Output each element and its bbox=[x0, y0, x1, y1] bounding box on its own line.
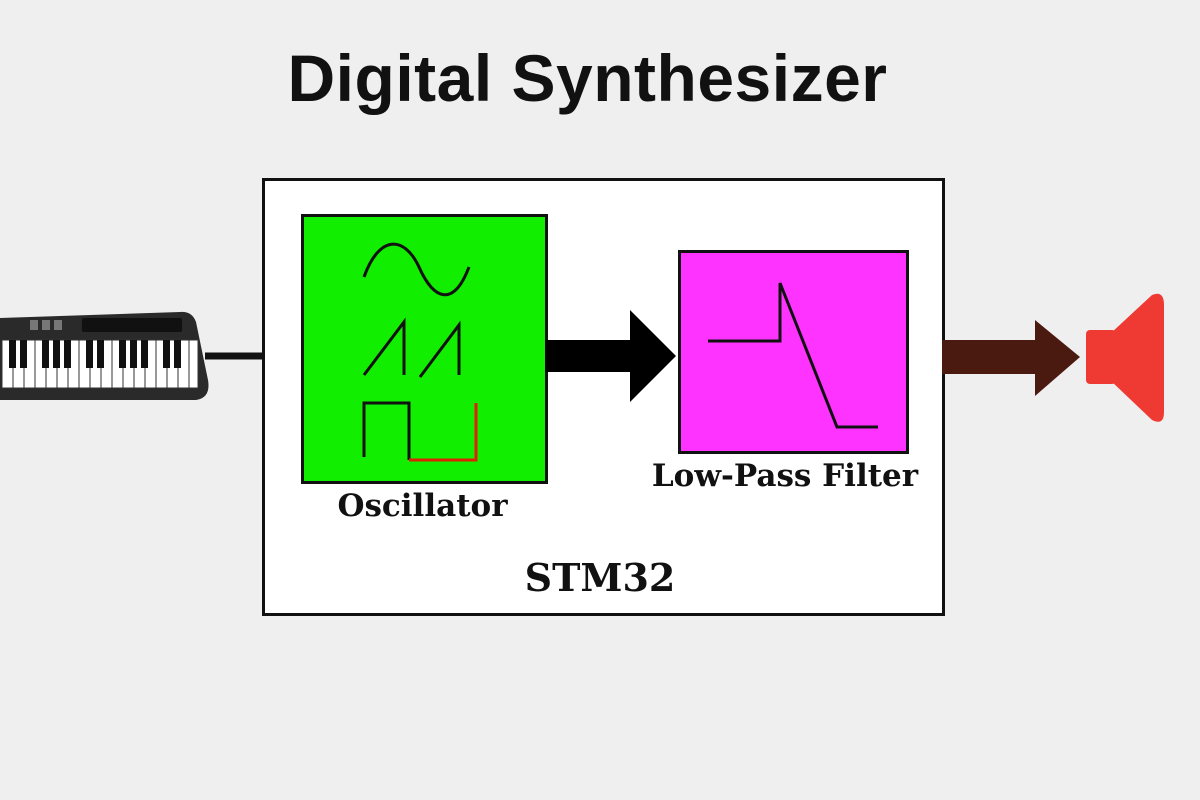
square-wave-icon bbox=[362, 401, 411, 460]
signal-arrow bbox=[545, 310, 676, 402]
oscillator-block bbox=[301, 214, 548, 484]
stm32-label: STM32 bbox=[524, 555, 676, 600]
diagram-title: Digital Synthesizer bbox=[287, 41, 888, 115]
oscillator-label: Oscillator bbox=[337, 488, 508, 524]
speaker-icon bbox=[1086, 293, 1164, 422]
low-pass-filter-label: Low-Pass Filter bbox=[651, 458, 919, 494]
output-arrow bbox=[942, 320, 1080, 396]
sawtooth-wave-icon bbox=[362, 317, 461, 378]
waveforms-icon bbox=[362, 242, 478, 462]
sine-wave-icon bbox=[362, 242, 471, 297]
filter-response-icon bbox=[708, 282, 878, 429]
low-pass-filter-block bbox=[678, 250, 909, 454]
keyboard-icon bbox=[0, 311, 209, 400]
square-wave-accent bbox=[409, 403, 478, 462]
